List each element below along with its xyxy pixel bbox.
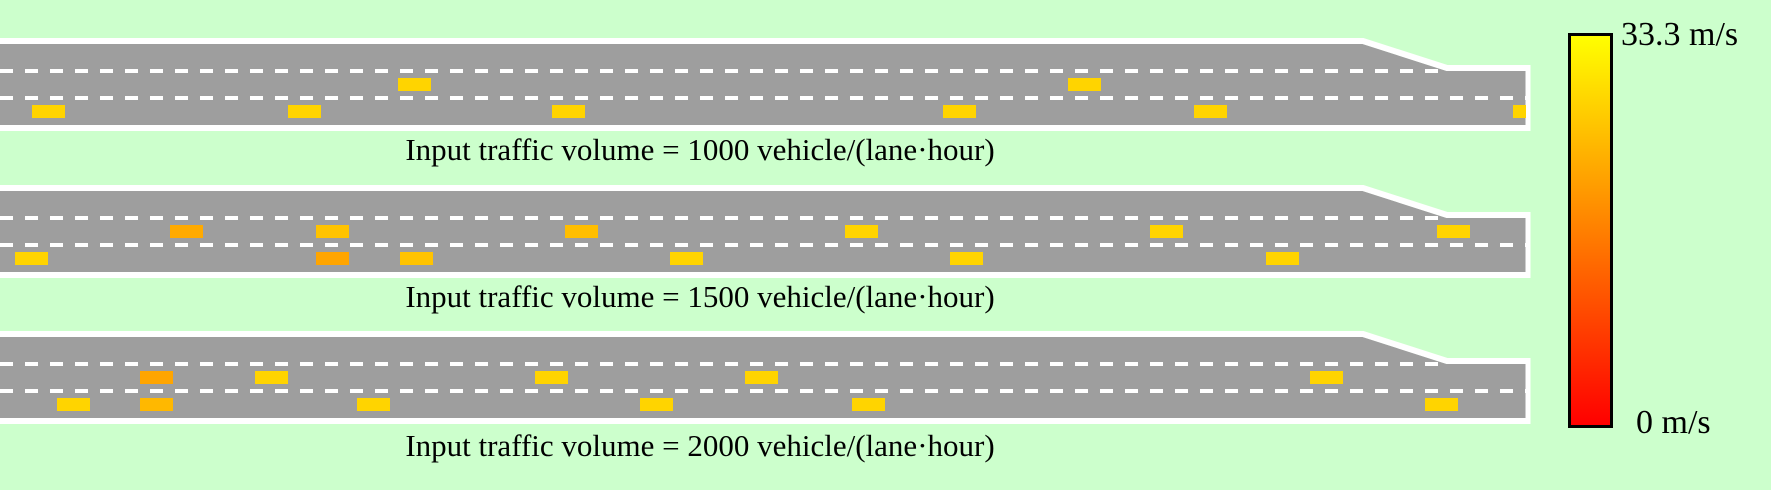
- vehicle: [535, 371, 568, 384]
- vehicle: [1425, 398, 1458, 411]
- vehicle: [1068, 78, 1101, 91]
- vehicle: [32, 105, 65, 118]
- vehicle: [255, 371, 288, 384]
- vehicle: [1194, 105, 1227, 118]
- vehicle: [400, 252, 433, 265]
- vehicle: [1266, 252, 1299, 265]
- vehicle: [316, 225, 349, 238]
- vehicle: [140, 371, 173, 384]
- vehicle: [357, 398, 390, 411]
- road-surface: [0, 191, 1526, 272]
- vehicle: [316, 252, 349, 265]
- vehicle: [640, 398, 673, 411]
- vehicle: [170, 225, 203, 238]
- road-top-edge-line: [0, 331, 1526, 364]
- vehicle: [15, 252, 48, 265]
- road-top-edge-line: [0, 38, 1526, 71]
- vehicle: [57, 398, 90, 411]
- vehicle: [845, 225, 878, 238]
- vehicle: [1513, 105, 1526, 118]
- colorbar-min-label: 0 m/s: [1636, 404, 1711, 441]
- vehicle: [565, 225, 598, 238]
- vehicle: [943, 105, 976, 118]
- speed-colorbar: [1568, 33, 1613, 428]
- road-top-edge-line: [0, 185, 1526, 218]
- vehicle: [950, 252, 983, 265]
- vehicle: [1310, 371, 1343, 384]
- vehicle: [1150, 225, 1183, 238]
- vehicle: [852, 398, 885, 411]
- road-surface: [0, 44, 1526, 125]
- vehicle: [288, 105, 321, 118]
- vehicle: [398, 78, 431, 91]
- vehicle: [1437, 225, 1470, 238]
- caption-1500: Input traffic volume = 1500 vehicle/(lan…: [405, 279, 995, 314]
- vehicle: [745, 371, 778, 384]
- caption-1000: Input traffic volume = 1000 vehicle/(lan…: [405, 132, 995, 167]
- vehicle: [140, 398, 173, 411]
- road-panel-2000: [0, 331, 1531, 424]
- vehicle: [552, 105, 585, 118]
- vehicle: [670, 252, 703, 265]
- road-panel-1500: [0, 185, 1531, 278]
- road-panel-1000: [0, 38, 1531, 131]
- caption-2000: Input traffic volume = 2000 vehicle/(lan…: [405, 428, 995, 463]
- colorbar-max-label: 33.3 m/s: [1621, 16, 1739, 53]
